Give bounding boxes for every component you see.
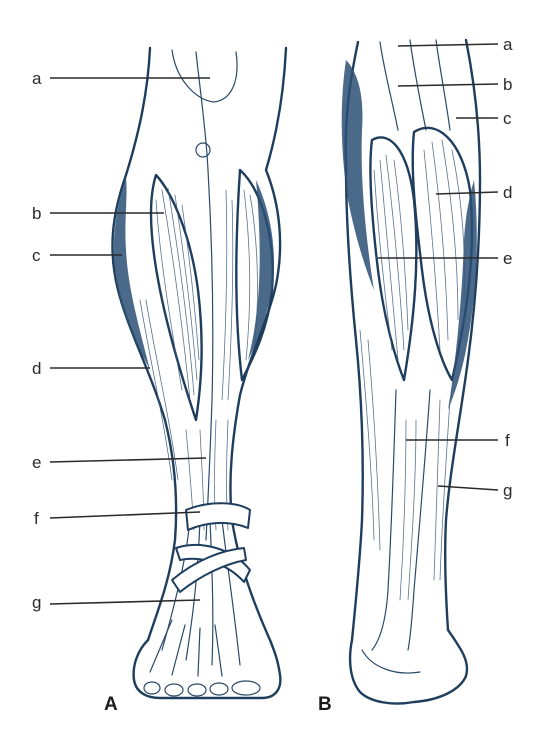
panel-a-labels: a b c d e f g bbox=[32, 69, 42, 612]
panel-a-tendons bbox=[150, 520, 240, 676]
panel-a-toe-3 bbox=[188, 684, 206, 696]
panel-a-superior-retinaculum bbox=[186, 503, 250, 530]
panel-b-leader-g bbox=[438, 486, 498, 490]
panel-a-patella bbox=[172, 50, 237, 102]
panel-b-label-a: a bbox=[503, 35, 513, 54]
panel-a-lateral-shading bbox=[114, 178, 150, 370]
panel-b-caption: B bbox=[318, 694, 332, 715]
panel-a-leader-f bbox=[50, 512, 200, 518]
panel-a-toe-2 bbox=[165, 684, 183, 696]
panel-b-lateral-shading bbox=[342, 60, 374, 290]
panel-b-leg-drawing bbox=[342, 40, 480, 704]
panel-a-toe-big bbox=[232, 681, 260, 695]
panel-b-heel-pad bbox=[362, 650, 420, 673]
panel-a-leg-outline-lateral bbox=[112, 48, 176, 640]
panel-b-achilles-tendon bbox=[372, 390, 396, 650]
panel-a-label-b: b bbox=[32, 204, 41, 223]
panel-b-leader-lines bbox=[378, 44, 498, 490]
panel-b-label-e: e bbox=[503, 249, 512, 268]
panel-a-label-e: e bbox=[32, 453, 41, 472]
panel-b-label-c: c bbox=[503, 109, 512, 128]
panel-a-tibialis-anterior bbox=[151, 175, 202, 420]
panel-a-leader-g bbox=[50, 600, 200, 604]
panel-b-labels: a b c d e f g bbox=[503, 35, 513, 500]
panel-a-caption: A bbox=[104, 694, 118, 715]
panel-a-knee-contour bbox=[196, 52, 208, 170]
panel-b-leader-b bbox=[398, 84, 498, 86]
panel-a-foot-outline bbox=[134, 640, 281, 698]
panel-a-label-a: a bbox=[32, 69, 42, 88]
panel-b-label-d: d bbox=[503, 183, 512, 202]
panel-b-label-g: g bbox=[503, 481, 512, 500]
panel-a-toe-4 bbox=[210, 683, 228, 695]
panel-b-label-f: f bbox=[505, 431, 510, 450]
panel-b-leader-a bbox=[398, 44, 498, 46]
panel-b-leader-d bbox=[436, 192, 498, 194]
panel-b-label-b: b bbox=[503, 75, 512, 94]
panel-a-leader-e bbox=[50, 458, 206, 462]
panel-a-label-c: c bbox=[32, 246, 41, 265]
panel-a-leader-lines bbox=[50, 78, 210, 604]
panel-a-label-g: g bbox=[32, 593, 41, 612]
panel-a-label-d: d bbox=[32, 359, 41, 378]
panel-a-tibial-tuberosity bbox=[196, 143, 210, 157]
panel-b-achilles-tendon-edge bbox=[408, 390, 430, 650]
panel-a-label-f: f bbox=[34, 509, 39, 528]
panel-a-shin-line bbox=[206, 170, 213, 540]
panel-b-muscle-fibres bbox=[360, 140, 465, 600]
panel-a-toe-1 bbox=[144, 682, 160, 694]
panel-b-heel-outline bbox=[350, 630, 467, 704]
